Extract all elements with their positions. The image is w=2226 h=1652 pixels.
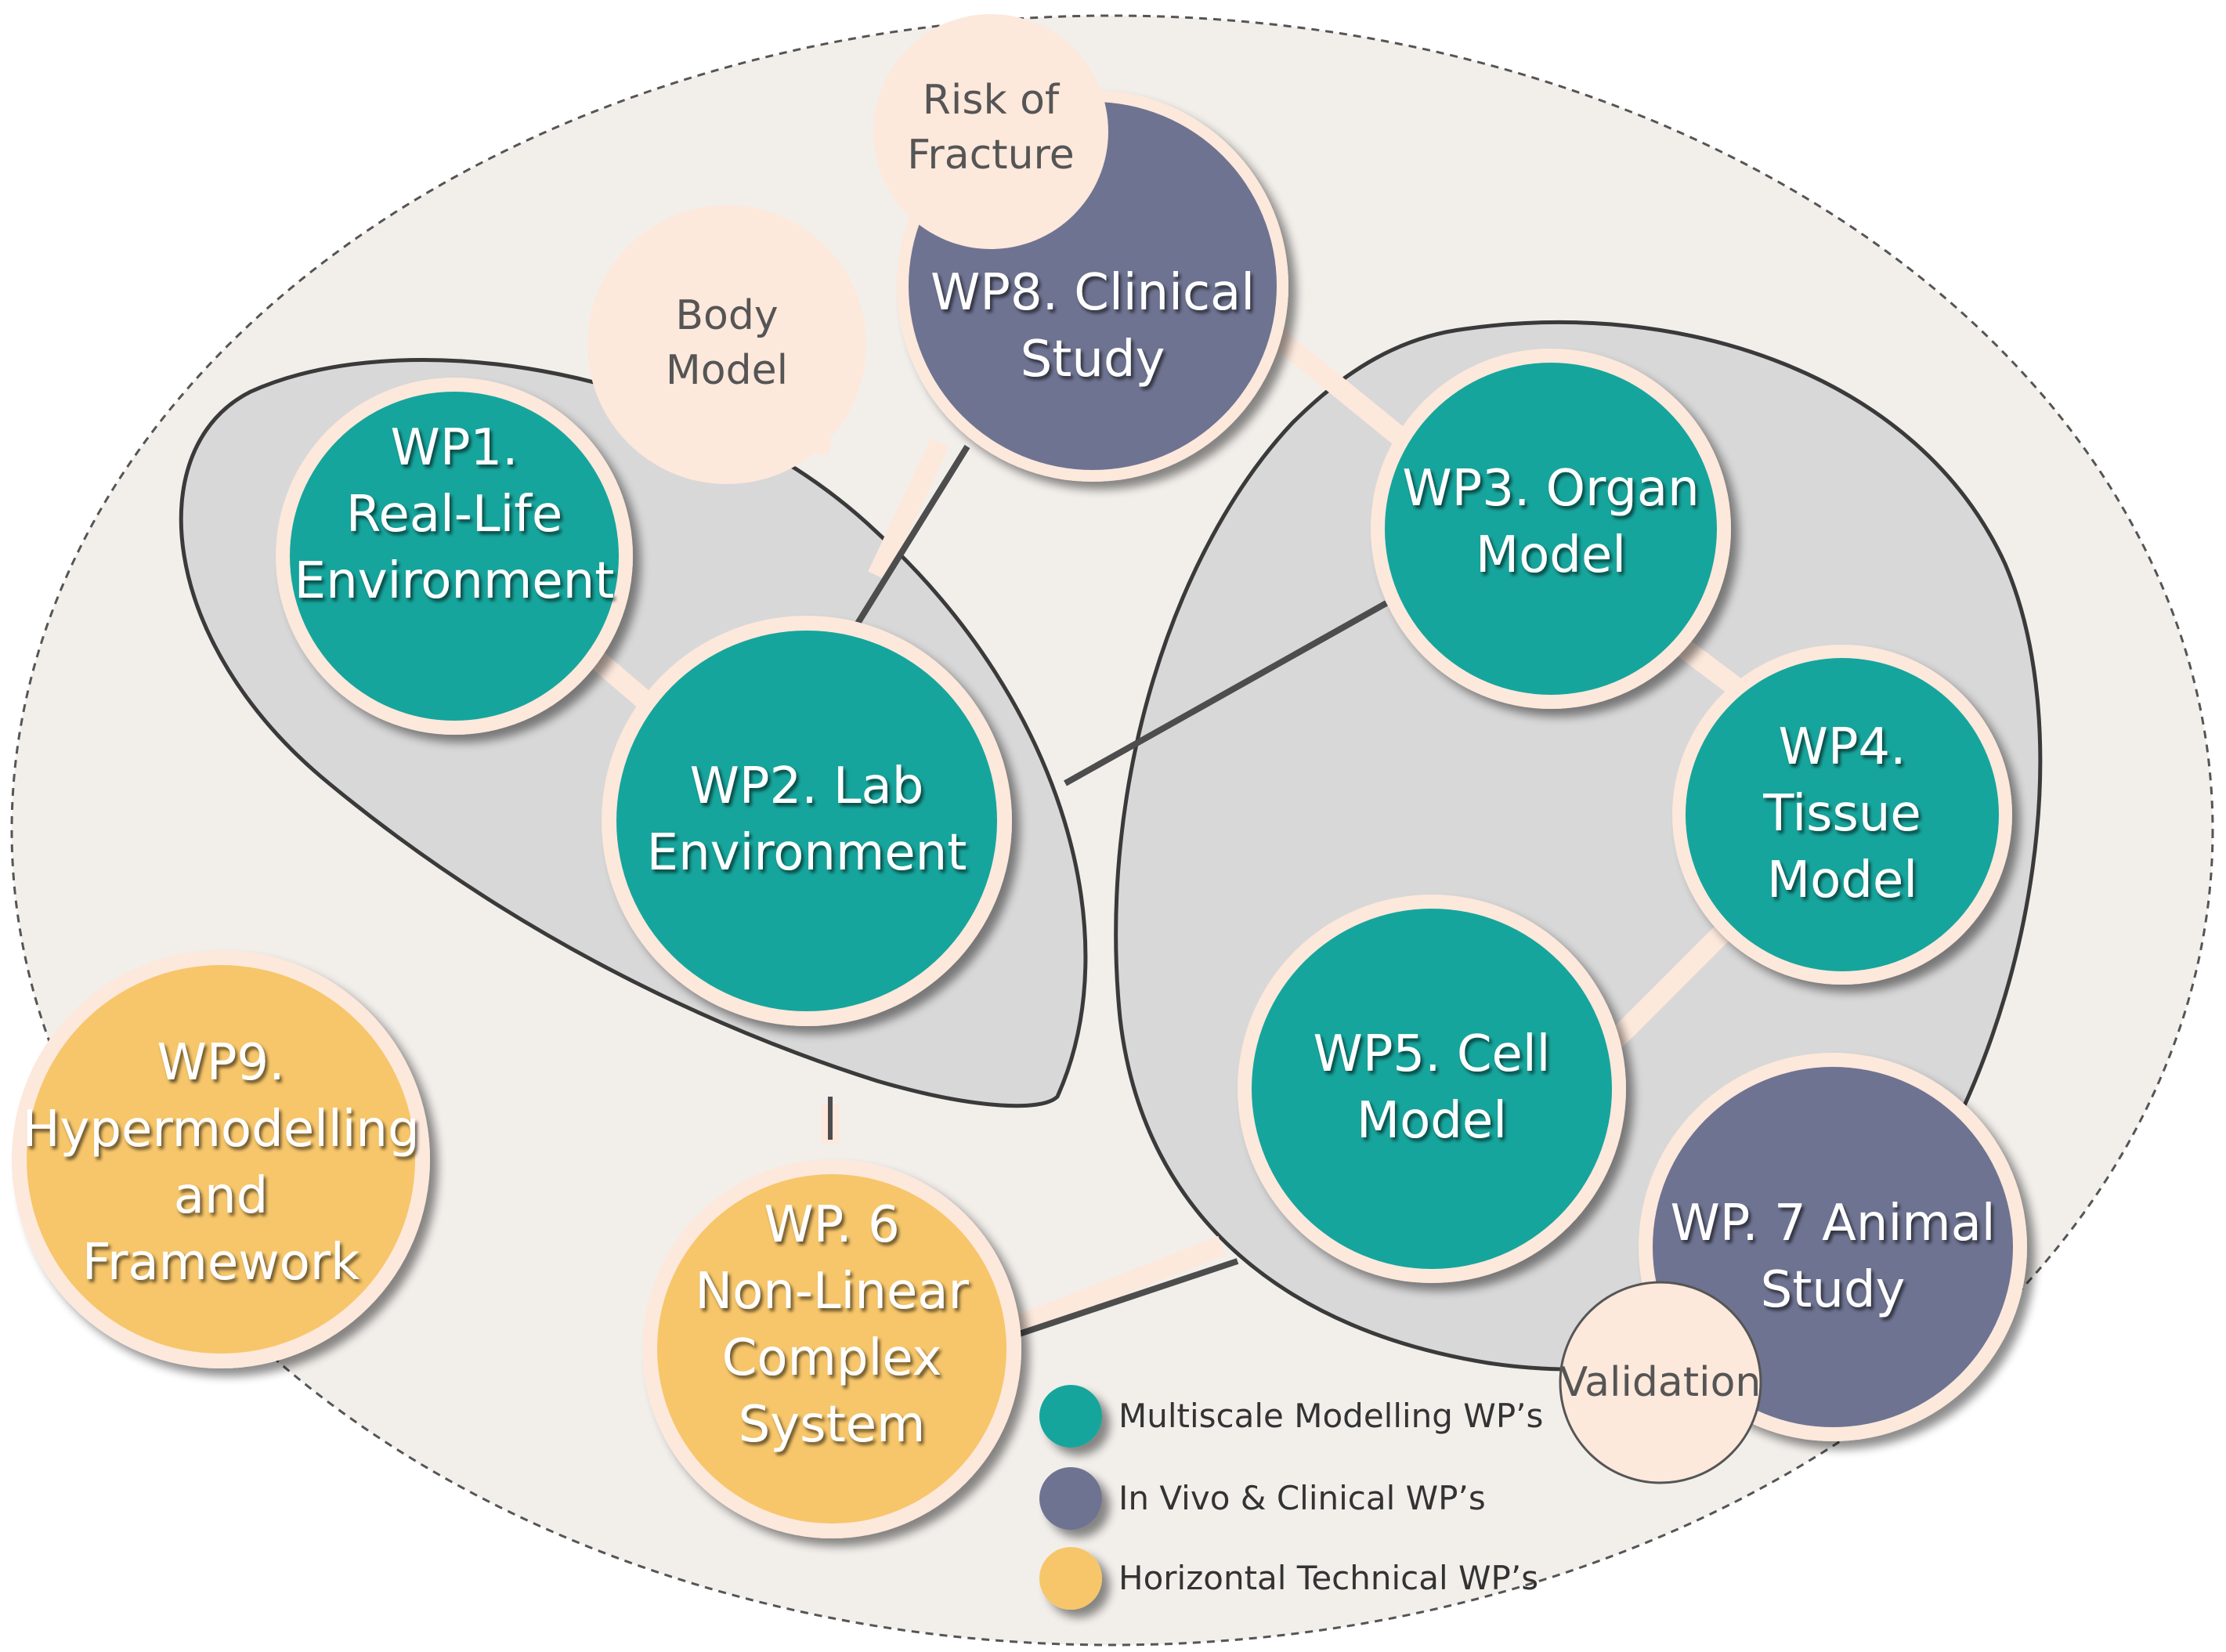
wp1-label-line3: Environment	[295, 552, 615, 610]
wp7-label-line2: Study	[1761, 1261, 1906, 1319]
wp9-label-line4: Framework	[82, 1234, 360, 1292]
wp6-label-line3: Complex	[722, 1329, 942, 1387]
node-wp5-cell-model[interactable]	[1238, 895, 1626, 1283]
wp1-label-line1: WP1.	[391, 419, 519, 477]
wp8-label-line2: Study	[1021, 331, 1165, 389]
node-wp6-non-linear-complex-system[interactable]	[642, 1159, 1021, 1538]
wp4-label-line2: Tissue	[1762, 785, 1921, 843]
wp2-label-line2: Environment	[647, 824, 967, 882]
node-wp4-tissue-model[interactable]	[1672, 645, 2012, 985]
wp3-label-line1: WP3. Organ	[1402, 460, 1699, 518]
wp4-label-line3: Model	[1767, 851, 1917, 909]
svg-text:Horizontal Technical WP’s: Horizontal Technical WP’s	[1118, 1559, 1538, 1597]
legend: Multiscale Modelling WP’s In Vivo & Clin…	[1039, 1385, 1543, 1610]
node-validation: Validation	[1559, 1281, 1762, 1484]
node-wp1-real-life-environment[interactable]	[276, 378, 633, 735]
wp6-label-line1: WP. 6	[764, 1196, 899, 1254]
wp6-label-line4: System	[739, 1396, 926, 1454]
svg-text:Fracture: Fracture	[907, 132, 1075, 179]
wp5-label-line2: Model	[1357, 1092, 1507, 1150]
wp8-label-line1: WP8. Clinical	[931, 264, 1255, 322]
node-risk-of-fracture: Risk of Fracture	[873, 14, 1108, 249]
svg-text:Body: Body	[675, 292, 778, 339]
node-body-model: Body Model	[587, 205, 866, 484]
wp7-label-line1: WP. 7 Animal	[1670, 1195, 1995, 1253]
wp5-label-line1: WP5. Cell	[1314, 1025, 1551, 1083]
wp9-label-line1: WP9.	[157, 1034, 285, 1092]
node-wp9-hypermodelling-framework[interactable]	[12, 950, 430, 1368]
wp9-label-line3: and	[174, 1167, 268, 1225]
wp4-label-line1: WP4.	[1779, 718, 1906, 776]
legend-item-multiscale: Multiscale Modelling WP’s	[1039, 1385, 1543, 1448]
svg-text:Validation: Validation	[1560, 1359, 1762, 1406]
svg-text:Model: Model	[666, 347, 788, 394]
wp3-label-line2: Model	[1476, 526, 1626, 584]
wp2-label-line1: WP2. Lab	[690, 757, 924, 815]
node-wp3-organ-model[interactable]	[1371, 349, 1731, 709]
wp1-label-line2: Real-Life	[346, 486, 562, 544]
svg-text:Multiscale Modelling WP’s: Multiscale Modelling WP’s	[1118, 1397, 1543, 1435]
node-wp2-lab-environment[interactable]	[602, 616, 1012, 1026]
legend-item-horizontal: Horizontal Technical WP’s	[1039, 1547, 1538, 1610]
svg-text:In Vivo & Clinical WP’s: In Vivo & Clinical WP’s	[1118, 1479, 1486, 1517]
wp9-label-line2: Hypermodelling	[22, 1101, 419, 1159]
legend-item-in-vivo: In Vivo & Clinical WP’s	[1039, 1467, 1486, 1530]
wp6-label-line2: Non-Linear	[695, 1263, 969, 1321]
svg-text:Risk of: Risk of	[923, 77, 1061, 124]
